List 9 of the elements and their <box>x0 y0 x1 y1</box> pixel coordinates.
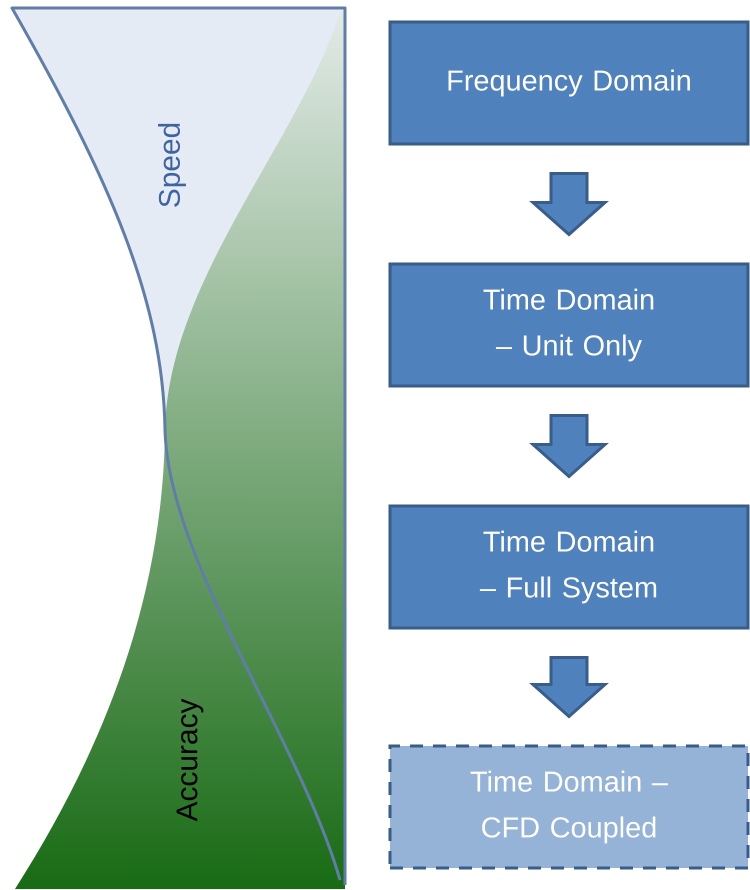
process-box: Time Domain – Unit Only <box>388 262 750 388</box>
block-arrow <box>529 172 609 237</box>
process-box: Time Domain – Full System <box>388 504 750 630</box>
process-box: Frequency Domain <box>388 20 750 146</box>
region-label: Speed <box>158 124 186 207</box>
block-arrow <box>529 414 609 479</box>
block-arrow <box>529 656 609 719</box>
process-box: Time Domain – CFD Coupled <box>388 744 750 870</box>
region-label: Accuracy <box>176 698 204 822</box>
